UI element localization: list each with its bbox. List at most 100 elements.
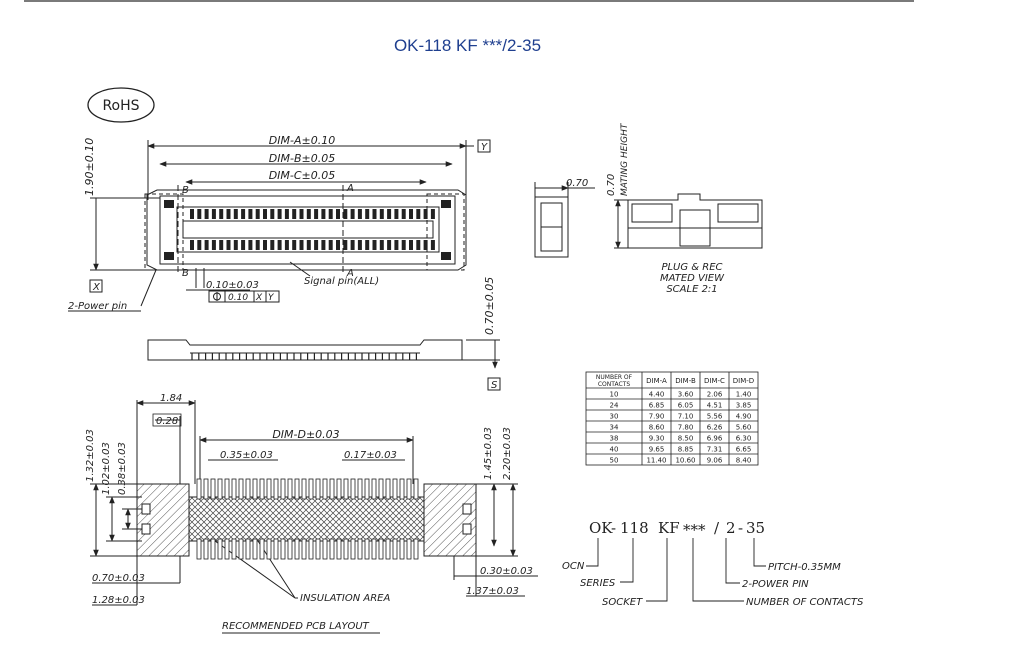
pcb-pad-bottom: [238, 538, 244, 560]
table-cell: 38: [610, 435, 619, 443]
pcb-pad-bottom: [259, 538, 265, 560]
mating-height-label: MATING HEIGHT: [620, 122, 630, 196]
power-pin: [164, 200, 174, 208]
pcb-pad-top: [350, 478, 356, 500]
table-cell: 10: [610, 391, 619, 399]
ocn-label: OCN: [562, 561, 585, 572]
socket-label: SOCKET: [602, 597, 643, 608]
signal-pin-bottom: [255, 240, 260, 250]
datum-x-label: X: [92, 282, 101, 293]
signal-pin-top: [233, 209, 238, 219]
position-tol-label: 0.10: [228, 293, 248, 303]
signal-pin-bottom: [409, 240, 413, 250]
pcb-pad-bottom: [266, 538, 272, 560]
signal-pin-label: Signal pin(ALL): [304, 276, 379, 287]
table-cell: 8.40: [736, 457, 752, 465]
section-a-bottom: A: [346, 268, 354, 279]
table-cell: 2.06: [707, 391, 723, 399]
top-view-pins: [164, 200, 451, 260]
pcb-145: 1.45±0.03: [483, 427, 494, 480]
mated-caption-1: PLUG & REC: [661, 262, 722, 273]
top-view: [68, 139, 491, 312]
pcb-pad-top: [413, 478, 419, 500]
signal-pin-top: [336, 209, 340, 219]
pcb-028: 0.28: [156, 416, 178, 427]
pcb-184: 1.84: [160, 393, 182, 404]
signal-pin-top: [401, 209, 406, 219]
signal-pin-top: [197, 209, 202, 219]
pcb-pad-bottom: [336, 538, 342, 560]
code-dash-2: -: [738, 519, 743, 537]
signal-pin-bottom: [226, 240, 231, 250]
signal-pin-top: [190, 209, 194, 219]
pcb-070: 0.70±0.03: [92, 573, 145, 584]
power-pin: [441, 200, 451, 208]
signal-pin-bottom: [277, 240, 282, 250]
pcb-pad-top: [301, 478, 307, 500]
signal-pin-top: [321, 209, 326, 219]
pcb-pad-top: [315, 478, 321, 500]
signal-pin-top: [255, 209, 260, 219]
pcb-pad-top: [378, 478, 384, 500]
pcb-pad-top: [364, 478, 370, 500]
section-a-top: A: [346, 183, 354, 194]
signal-pin-bottom: [336, 240, 340, 250]
mated-caption-2: MATED VIEW: [660, 273, 725, 284]
pcb-pad-top: [224, 478, 230, 500]
signal-pin-bottom: [321, 240, 326, 250]
pcb-pad-bottom: [315, 538, 321, 560]
power-pin-label: 2-Power pin: [68, 301, 127, 312]
table-cell: 6.26: [707, 424, 723, 432]
table-cell: 7.10: [678, 413, 694, 421]
table-cell: 50: [610, 457, 619, 465]
side-height-label: 0.70±0.05: [483, 277, 496, 335]
contacts-label: NUMBER OF CONTACTS: [746, 597, 864, 608]
signal-pin-top: [226, 209, 231, 219]
mated-view: [534, 182, 763, 258]
rohs-label: RoHS: [102, 98, 139, 114]
table-cell: 3.85: [736, 402, 752, 410]
pcb-pad-top: [252, 478, 258, 500]
signal-pin-top: [343, 209, 348, 219]
pcb-pad-bottom: [273, 538, 279, 560]
pcb-pad-bottom: [252, 538, 258, 560]
signal-pin-bottom: [204, 240, 209, 250]
code-ok: OK: [589, 519, 613, 537]
signal-pin-bottom: [379, 240, 384, 250]
table-cell: 8.50: [678, 435, 694, 443]
pcb-pad-bottom: [413, 538, 419, 560]
pcb-pad-bottom: [203, 538, 209, 560]
pcb-pad-top: [245, 478, 251, 500]
pcb-pad-top: [287, 478, 293, 500]
mated-caption-3: SCALE 2:1: [666, 284, 717, 295]
series-label: SERIES: [580, 578, 616, 589]
pcb-pad-bottom: [217, 538, 223, 560]
pcb-030: 0.30±0.03: [480, 566, 533, 577]
table-cell: 10.60: [675, 457, 695, 465]
table-cell: 5.60: [736, 424, 752, 432]
signal-pin-bottom: [292, 240, 297, 250]
pcb-pad-top: [273, 478, 279, 500]
dim-a-label: DIM-A±0.10: [269, 134, 335, 147]
signal-pin-bottom: [284, 240, 289, 250]
pcb-pad-bottom: [231, 538, 237, 560]
table-cell: 8.85: [678, 446, 694, 454]
pcb-pad-top: [238, 478, 244, 500]
pcb-pad-bottom: [287, 538, 293, 560]
signal-pin-top: [423, 209, 428, 219]
table-cell: 3.60: [678, 391, 694, 399]
table-cell: 34: [610, 424, 619, 432]
pcb-pad-bottom: [399, 538, 405, 560]
pcb-035: 0.35±0.03: [220, 450, 273, 461]
signal-pin-bottom: [219, 240, 224, 250]
pitch-code-label: PITCH-0.35MM: [768, 562, 841, 573]
table-cell: 1.40: [736, 391, 752, 399]
signal-pin-top: [284, 209, 289, 219]
signal-pin-top: [314, 209, 319, 219]
signal-pin-top: [299, 209, 304, 219]
side-view: [147, 339, 501, 391]
signal-pin-top: [372, 209, 377, 219]
power-pin-code-label: 2-POWER PIN: [742, 579, 809, 590]
signal-pin-top: [219, 209, 224, 219]
